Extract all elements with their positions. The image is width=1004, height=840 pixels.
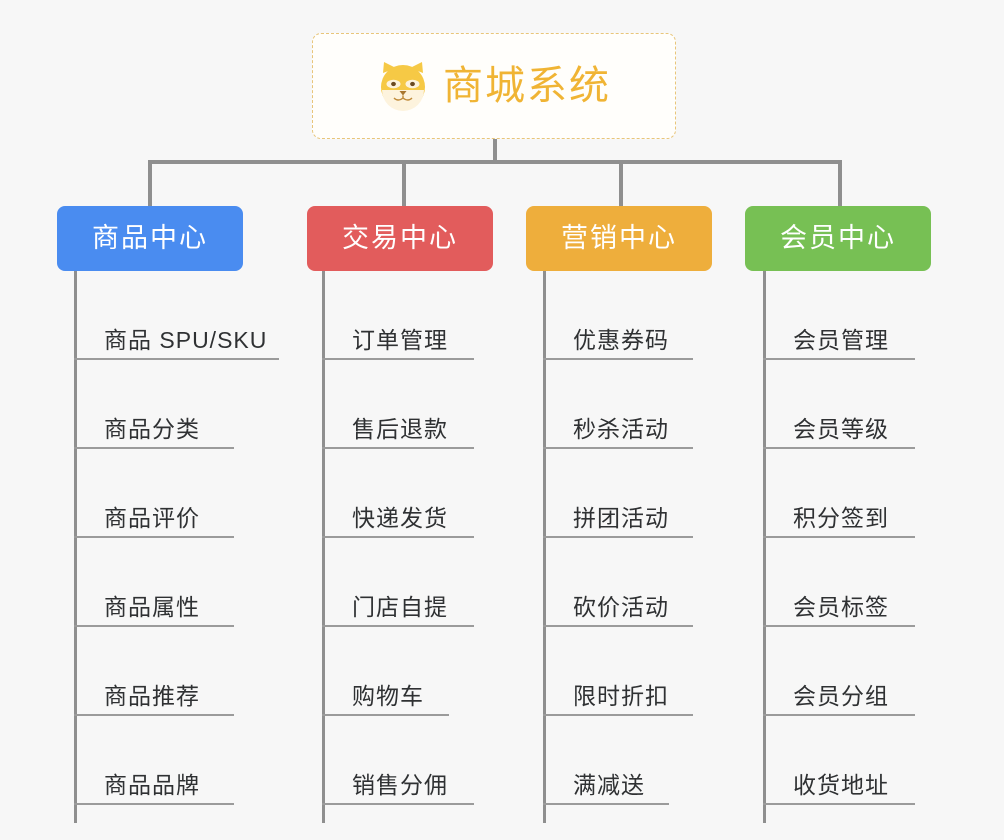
branch-header-3[interactable]: 营销中心 <box>526 206 712 271</box>
leaf-item-label: 门店自提 <box>352 594 448 621</box>
leaf-item[interactable]: 积分签到 <box>763 449 915 538</box>
leaf-item[interactable]: 会员标签 <box>763 538 915 627</box>
leaf-item-label: 快递发货 <box>352 505 448 532</box>
leaf-item-label: 拼团活动 <box>573 505 669 532</box>
branch-header-label: 交易中心 <box>342 223 458 253</box>
leaf-item[interactable]: 商品分类 <box>74 360 234 449</box>
leaf-item-label: 会员管理 <box>793 327 889 354</box>
dog-face-icon <box>381 62 425 111</box>
leaf-item[interactable]: 购物车 <box>322 627 449 716</box>
leaf-item-label: 砍价活动 <box>573 594 669 621</box>
leaf-item-label: 会员标签 <box>793 594 889 621</box>
branch-rail <box>322 271 325 823</box>
branch-rail <box>763 271 766 823</box>
branch-header-label: 商品中心 <box>92 223 208 253</box>
leaf-item[interactable]: 满减送 <box>543 716 669 805</box>
branch-rail <box>543 271 546 823</box>
connector-drop-2 <box>402 160 406 208</box>
leaf-item-label: 商品 SPU/SKU <box>104 327 268 354</box>
leaf-item-label: 满减送 <box>573 772 645 799</box>
leaf-item-label: 购物车 <box>352 683 424 710</box>
leaf-item-label: 订单管理 <box>352 327 448 354</box>
branch-header-1[interactable]: 商品中心 <box>57 206 243 271</box>
leaf-item[interactable]: 商品评价 <box>74 449 234 538</box>
leaf-item-label: 售后退款 <box>352 416 448 443</box>
leaf-item-label: 商品品牌 <box>104 772 200 799</box>
leaf-item[interactable]: 销售分佣 <box>322 716 474 805</box>
leaf-item[interactable]: 会员管理 <box>763 271 915 360</box>
leaf-item-label: 收货地址 <box>793 772 889 799</box>
leaf-item-label: 优惠券码 <box>573 327 669 354</box>
leaf-item[interactable]: 售后退款 <box>322 360 474 449</box>
leaf-item[interactable]: 商品推荐 <box>74 627 234 716</box>
leaf-item[interactable]: 快递发货 <box>322 449 474 538</box>
leaf-item-label: 销售分佣 <box>352 772 448 799</box>
leaf-item-label: 商品分类 <box>104 416 200 443</box>
leaf-item-label: 积分签到 <box>793 505 889 532</box>
branch-header-2[interactable]: 交易中心 <box>307 206 493 271</box>
leaf-item[interactable]: 商品品牌 <box>74 716 234 805</box>
root-node[interactable]: 商城系统 <box>312 33 676 139</box>
leaf-item[interactable]: 商品 SPU/SKU <box>74 271 279 360</box>
connector-drop-3 <box>619 160 623 208</box>
branch-rail <box>74 271 77 823</box>
connector-drop-4 <box>838 160 842 208</box>
branch-header-label: 会员中心 <box>780 223 896 253</box>
leaf-item[interactable]: 收货地址 <box>763 716 915 805</box>
leaf-item[interactable]: 门店自提 <box>322 538 474 627</box>
leaf-item[interactable]: 会员分组 <box>763 627 915 716</box>
leaf-item-label: 会员分组 <box>793 683 889 710</box>
leaf-item[interactable]: 订单管理 <box>322 271 474 360</box>
leaf-item-label: 商品属性 <box>104 594 200 621</box>
leaf-item[interactable]: 砍价活动 <box>543 538 693 627</box>
leaf-item[interactable]: 拼团活动 <box>543 449 693 538</box>
root-title: 商城系统 <box>443 64 611 108</box>
leaf-item-label: 秒杀活动 <box>573 416 669 443</box>
leaf-item-label: 会员等级 <box>793 416 889 443</box>
leaf-item[interactable]: 会员等级 <box>763 360 915 449</box>
leaf-item[interactable]: 优惠券码 <box>543 271 693 360</box>
leaf-item[interactable]: 商品属性 <box>74 538 234 627</box>
leaf-item[interactable]: 秒杀活动 <box>543 360 693 449</box>
connector-drop-1 <box>148 160 152 208</box>
leaf-item-label: 商品推荐 <box>104 683 200 710</box>
connector-bus <box>150 160 842 164</box>
branch-header-4[interactable]: 会员中心 <box>745 206 931 271</box>
connector-stem <box>493 139 497 162</box>
branch-header-label: 营销中心 <box>561 223 677 253</box>
leaf-item-label: 商品评价 <box>104 505 200 532</box>
leaf-item-label: 限时折扣 <box>573 683 669 710</box>
leaf-item[interactable]: 限时折扣 <box>543 627 693 716</box>
